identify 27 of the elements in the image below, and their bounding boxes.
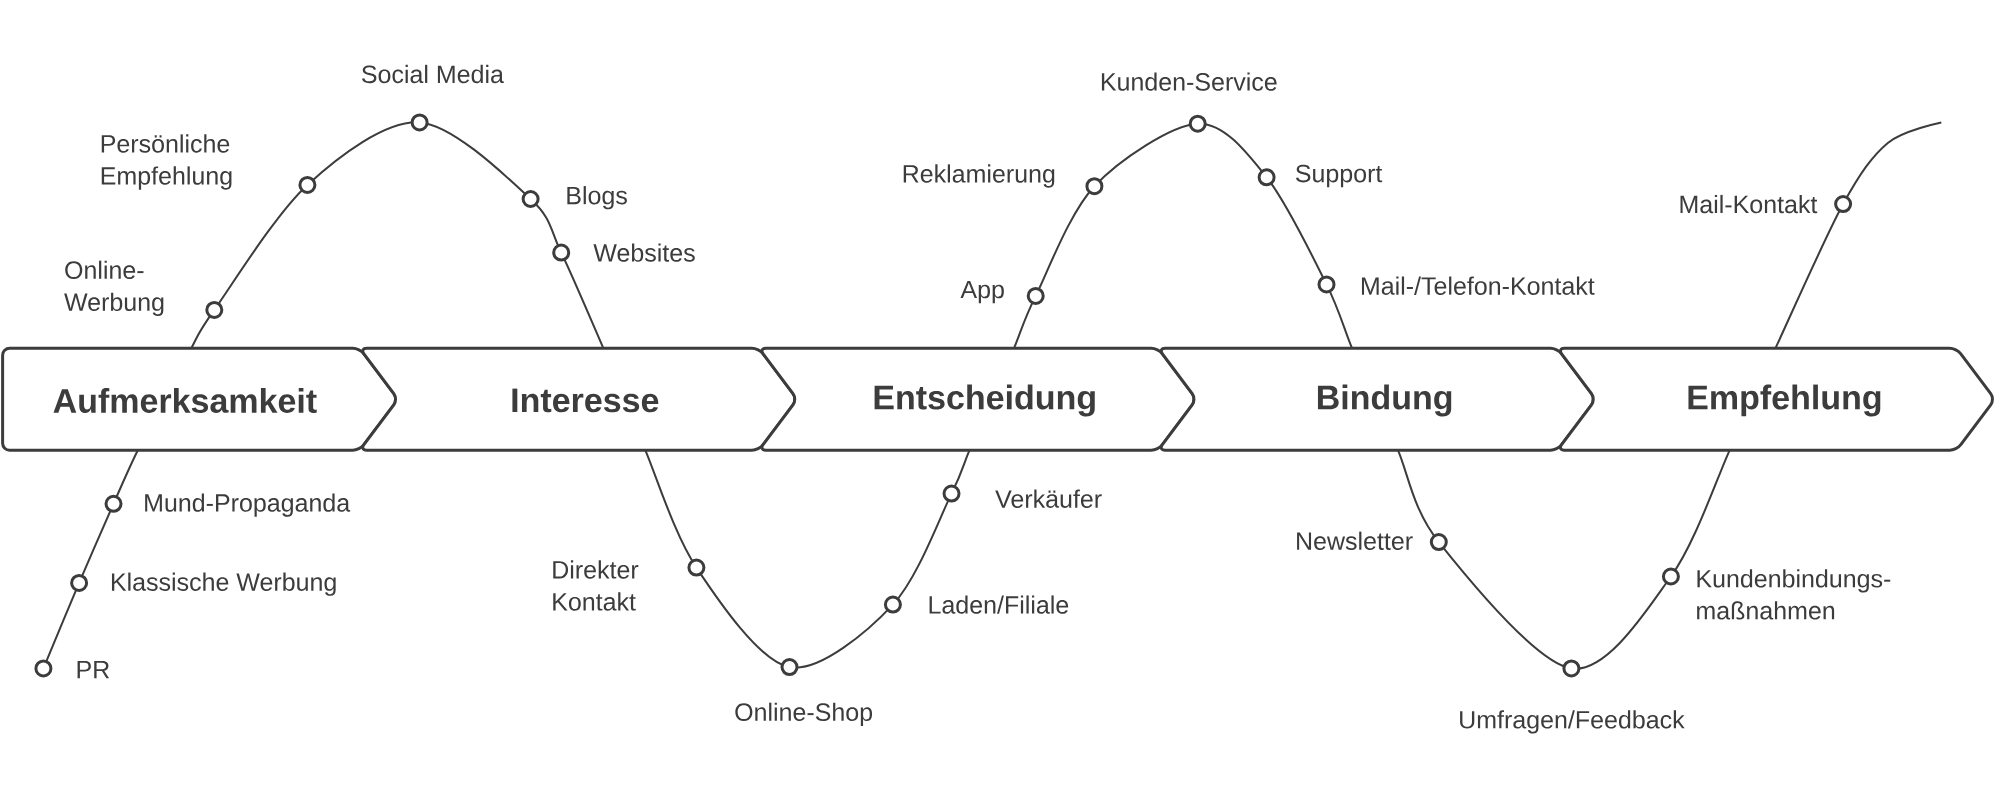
stage-box: Empfehlung xyxy=(1558,346,1994,452)
touchpoint-label: Kunden-Service xyxy=(1101,72,1277,91)
touchpoint-label: Kundenbindungs- maßnahmen xyxy=(1697,569,1891,620)
stage-box: Entscheidung xyxy=(760,346,1196,452)
touchpoint-label: Persönliche Empfehlung xyxy=(101,134,232,190)
touchpoint-label: Online-Shop xyxy=(735,702,873,726)
touchpoint-label: Klassische Werbung xyxy=(111,572,336,596)
stage-box: Bindung xyxy=(1159,346,1595,452)
touchpoint-label: Mail-Kontakt xyxy=(1680,194,1818,214)
stage-box: Interesse xyxy=(361,346,797,452)
touchpoint-label: Laden/Filiale xyxy=(929,595,1069,614)
touchpoint-label: Mail-/Telefon-Kontakt xyxy=(1361,276,1595,295)
touchpoint-label: Verkäufer xyxy=(995,489,1102,508)
touchpoint-label: Blogs xyxy=(567,186,627,210)
node-label: Empfehlung xyxy=(1688,384,1881,417)
touchpoint-label: Reklamierung xyxy=(903,164,1055,188)
stage-box: Aufmerksamkeit xyxy=(1,346,398,452)
touchpoint-label: Support xyxy=(1295,164,1383,188)
touchpoint-label: Umfragen/Feedback xyxy=(1460,710,1685,734)
touchpoint-label: Social Media xyxy=(362,64,504,84)
touchpoint-label: Direkter Kontakt xyxy=(553,560,639,611)
touchpoint-label: Websites xyxy=(593,243,695,262)
touchpoint-label: Mund-Propaganda xyxy=(145,493,351,517)
touchpoint-label: PR xyxy=(77,661,110,679)
touchpoint-label: Newsletter xyxy=(1297,531,1413,550)
touchpoint-label: Online- Werbung xyxy=(64,260,164,316)
touchpoint-label: App xyxy=(960,280,1004,304)
